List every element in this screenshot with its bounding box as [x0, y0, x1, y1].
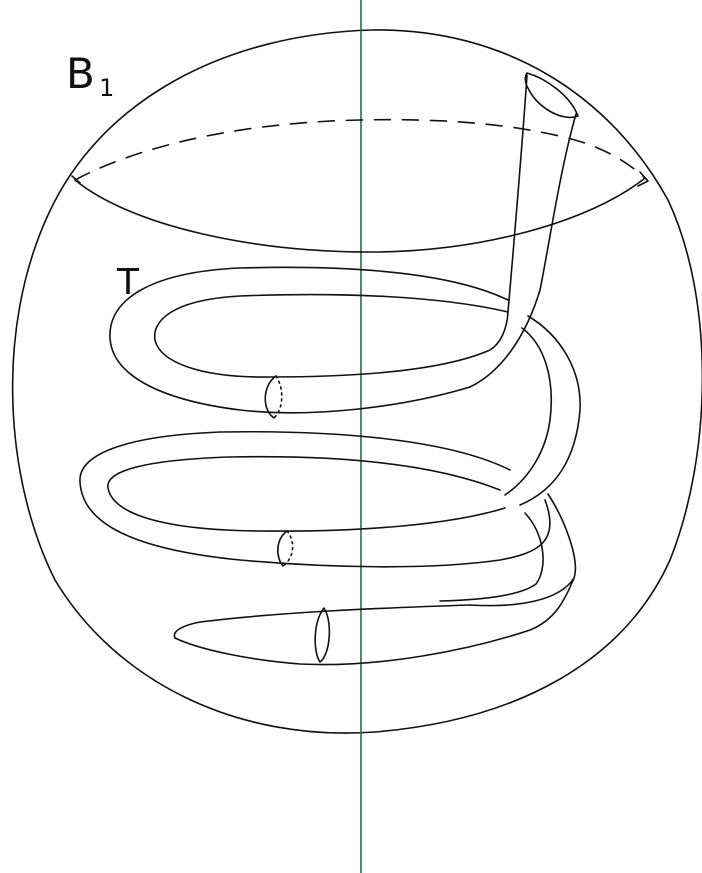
tube-label: T [116, 262, 140, 303]
tube-end-cap [315, 608, 329, 662]
ball-outline [13, 30, 702, 733]
cap-left-tick [72, 176, 80, 183]
tube-crosscut-2 [278, 531, 287, 566]
tube-crosscut-2-back [283, 531, 293, 566]
equator-back-arc [75, 120, 645, 180]
tube-connector-1-inner [505, 328, 551, 495]
tube-connector-1-outer [520, 316, 580, 505]
ball-subscript: 1 [99, 74, 114, 102]
tube-connector-2-inner [440, 513, 543, 601]
ball-label: B [66, 49, 95, 98]
tube-loop-1-inner [155, 295, 508, 377]
tube-connector-2-outer [470, 494, 575, 606]
tube-neck-left [508, 75, 527, 312]
tube-loop-3-lower [175, 578, 574, 665]
tube-loop-2-outer [80, 432, 550, 567]
tube-crosscut-1-back [274, 376, 282, 418]
tube-loop-2-inner [108, 457, 505, 531]
tube-loop-1-outer [110, 267, 508, 412]
exit-disk [525, 73, 578, 117]
